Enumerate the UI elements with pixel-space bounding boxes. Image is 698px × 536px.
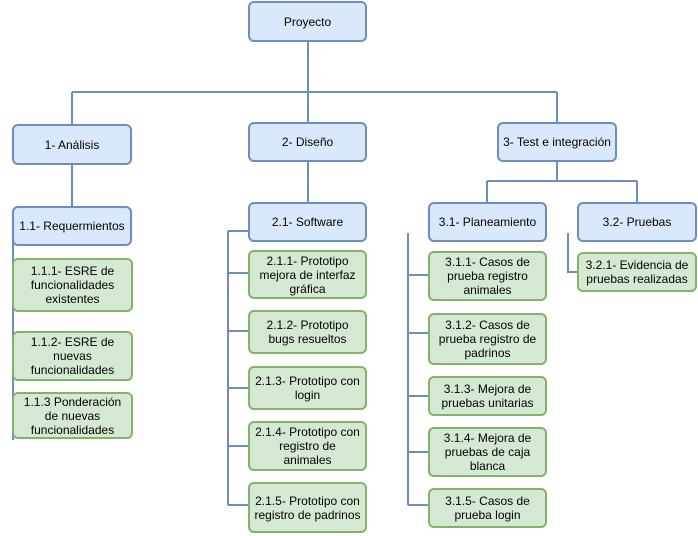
task-label: 3.1.1- Casos de prueba registro animales (445, 255, 530, 297)
task-1-1-1[interactable]: 1.1.1- ESRE de funcionalidades existente… (12, 258, 133, 312)
task-label: 1.1.3 Ponderación de nuevas funcionalida… (23, 394, 122, 437)
node-label: 2- Diseño (281, 135, 334, 149)
task-3-1-1[interactable]: 3.1.1- Casos de prueba registro animales (428, 251, 547, 301)
task-label: 3.1.3- Mejora de pruebas unitarias (441, 382, 534, 410)
task-3-2-1[interactable]: 3.2.1- Evidencia de pruebas realizadas (577, 252, 697, 292)
node-pruebas[interactable]: 3.2- Pruebas (577, 202, 697, 242)
task-label: 3.1.2- Casos de prueba registro de padri… (438, 318, 537, 360)
task-2-1-2[interactable]: 2.1.2- Prototipo bugs resueltos (248, 310, 367, 354)
task-2-1-1[interactable]: 2.1.1- Prototipo mejora de interfaz gráf… (248, 250, 367, 299)
node-root[interactable]: Proyecto (248, 1, 367, 42)
task-label: 3.1.5- Casos de prueba login (445, 494, 530, 522)
task-label: 1.1.2- ESRE de nuevas funcionalidades (30, 335, 115, 377)
node-label: 3.2- Pruebas (602, 215, 672, 229)
connector-root (71, 42, 558, 124)
task-label: 3.1.4- Mejora de pruebas de caja blanca (443, 431, 532, 473)
task-label: 1.1.1- ESRE de funcionalidades existente… (30, 264, 115, 306)
node-requerimientos[interactable]: 1.1- Requermientos (12, 206, 132, 246)
connector-test (486, 162, 638, 202)
node-label: 1.1- Requermientos (19, 219, 125, 233)
node-label: 2.1- Software (271, 215, 344, 229)
task-3-1-5[interactable]: 3.1.5- Casos de prueba login (428, 488, 547, 528)
node-analisis[interactable]: 1- Análisis (12, 124, 132, 165)
task-1-1-3[interactable]: 1.1.3 Ponderación de nuevas funcionalida… (12, 392, 133, 439)
node-planeamiento[interactable]: 3.1- Planeamiento (428, 202, 547, 242)
node-test-integracion[interactable]: 3- Test e integración (497, 122, 617, 162)
node-label: 3- Test e integración (503, 135, 611, 149)
task-label: 2.1.4- Prototipo con registro de animale… (255, 425, 360, 467)
connector-software-tasks (227, 230, 249, 506)
task-label: 2.1.2- Prototipo bugs resueltos (266, 318, 349, 346)
node-label: 3.1- Planeamiento (438, 215, 537, 229)
task-3-1-2[interactable]: 3.1.2- Casos de prueba registro de padri… (428, 313, 547, 365)
node-software[interactable]: 2.1- Software (248, 202, 367, 242)
task-3-1-4[interactable]: 3.1.4- Mejora de pruebas de caja blanca (428, 427, 547, 477)
task-2-1-3[interactable]: 2.1.3- Prototipo con login (248, 366, 367, 410)
connector-pruebas-tasks (567, 233, 577, 273)
task-1-1-2[interactable]: 1.1.2- ESRE de nuevas funcionalidades (12, 331, 133, 381)
node-label: Proyecto (283, 14, 332, 29)
connector-plan-tasks (407, 233, 429, 506)
node-diseno[interactable]: 2- Diseño (248, 122, 367, 162)
task-label: 2.1.1- Prototipo mejora de interfaz gráf… (259, 253, 356, 296)
node-label: 1- Análisis (44, 137, 100, 152)
task-2-1-4[interactable]: 2.1.4- Prototipo con registro de animale… (248, 421, 367, 471)
task-3-1-3[interactable]: 3.1.3- Mejora de pruebas unitarias (428, 376, 547, 416)
task-label: 2.1.5- Prototipo con registro de padrino… (254, 493, 361, 522)
task-2-1-5[interactable]: 2.1.5- Prototipo con registro de padrino… (248, 482, 367, 533)
task-label: 2.1.3- Prototipo con login (255, 374, 360, 402)
task-label: 3.2.1- Evidencia de pruebas realizadas (585, 258, 689, 286)
